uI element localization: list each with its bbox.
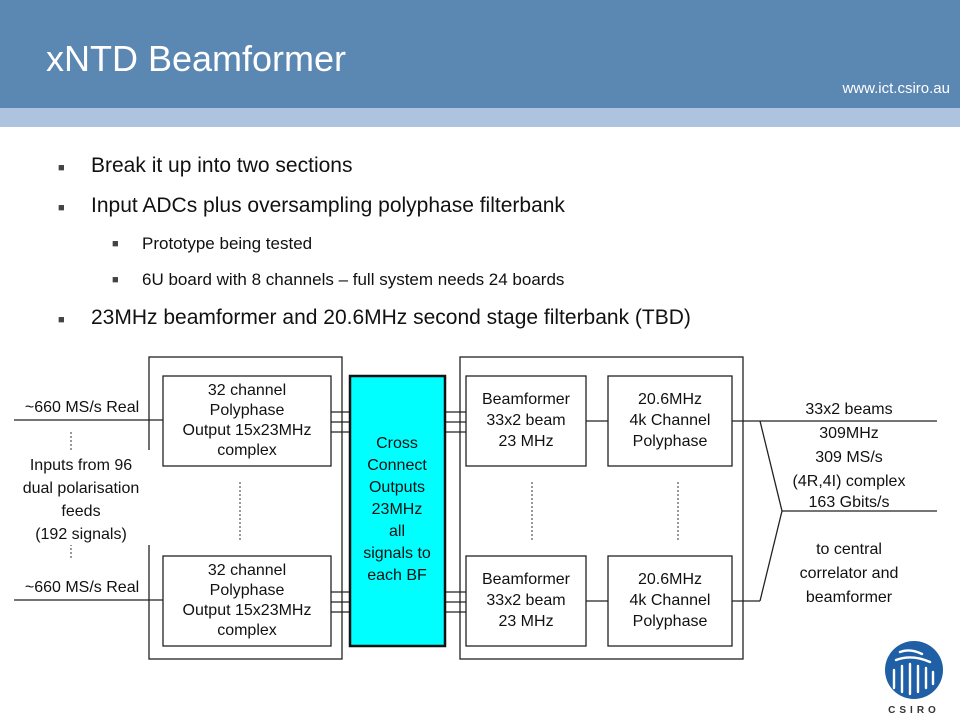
inputs-note-box [4, 450, 159, 545]
input-rate-bottom: ~660 MS/s Real [25, 579, 139, 596]
input-rate-top: ~660 MS/s Real [25, 399, 139, 416]
beamformer-bottom-line: Beamformer [482, 571, 571, 588]
bullet-text: 6U board with 8 channels – full system n… [142, 270, 565, 289]
bullet-text: Prototype being tested [142, 234, 313, 253]
slide-title: xNTD Beamformer [46, 38, 347, 79]
cross-connect-line: all [389, 523, 405, 540]
pfb-bottom-line: 32 channel [208, 562, 286, 579]
header-bar [0, 0, 960, 108]
output-spec-line: 309 MS/s [815, 449, 883, 466]
channel-bottom-line: Polyphase [633, 613, 708, 630]
channel-bottom-line: 20.6MHz [638, 571, 702, 588]
cross-connect-line: each BF [367, 567, 427, 584]
bullet-list: ■Break it up into two sections ■Input AD… [58, 152, 938, 344]
inputs-note-line: (192 signals) [35, 526, 127, 543]
pfb-top-line: Output 15x23MHz [183, 422, 312, 439]
pfb-block-bottom [162, 555, 332, 647]
pfb-top-line: complex [217, 442, 277, 459]
pfb-block-top [162, 375, 332, 467]
beamformer-bottom-line: 23 MHz [498, 613, 553, 630]
website-url: www.ict.csiro.au [842, 80, 950, 97]
output-dest-line: correlator and [800, 565, 899, 582]
output-spec-line: 163 Gbits/s [809, 494, 890, 511]
channel-top-line: Polyphase [633, 433, 708, 450]
output-spec-line: 33x2 beams [805, 401, 892, 418]
beamformer-bottom-line: 33x2 beam [486, 592, 565, 609]
pfb-top-line: 32 channel [208, 382, 286, 399]
pfb-bottom-line: complex [217, 622, 277, 639]
pfb-bottom-line: Polyphase [210, 582, 285, 599]
bullet-text: 23MHz beamformer and 20.6MHz second stag… [91, 306, 691, 329]
output-dest-line: beamformer [806, 589, 893, 606]
pfb-bottom-line: Output 15x23MHz [183, 602, 312, 619]
output-spec-line: 309MHz [819, 425, 879, 442]
cross-connect-line: Outputs [369, 479, 425, 496]
channel-top-line: 4k Channel [630, 412, 711, 429]
inputs-note-line: dual polarisation [23, 480, 140, 497]
pfb-top-line: Polyphase [210, 402, 285, 419]
cross-connect-line: signals to [363, 545, 431, 562]
beamformer-frame [459, 356, 744, 660]
logo-wordmark: CSIRO [888, 705, 940, 716]
bullet-item: ■Break it up into two sections [58, 154, 353, 177]
output-dest-line: to central [816, 541, 882, 558]
bullet-text: Input ADCs plus oversampling polyphase f… [91, 194, 565, 217]
bullet-text: Break it up into two sections [91, 154, 353, 177]
inputs-note-line: feeds [61, 503, 100, 520]
bullet-item: ■23MHz beamformer and 20.6MHz second sta… [58, 306, 691, 329]
beamformer-top-line: 33x2 beam [486, 412, 565, 429]
cross-connect-block [348, 374, 447, 648]
csiro-logo: CSIRO [885, 641, 943, 716]
bullet-item: ■Input ADCs plus oversampling polyphase … [58, 194, 565, 217]
output-spec-line: (4R,4I) complex [793, 473, 906, 490]
channel-bottom-line: 4k Channel [630, 592, 711, 609]
header-strip [0, 108, 960, 127]
inputs-note-line: Inputs from 96 [30, 457, 132, 474]
cross-connect-line: Cross [376, 435, 418, 452]
cross-connect-line: Connect [367, 457, 427, 474]
channel-top-line: 20.6MHz [638, 391, 702, 408]
beamformer-top-line: 23 MHz [498, 433, 553, 450]
beamformer-top-line: Beamformer [482, 391, 571, 408]
sub-bullet-item: ■6U board with 8 channels – full system … [112, 270, 565, 289]
sub-bullet-item: ■Prototype being tested [112, 234, 313, 253]
cross-connect-line: 23MHz [372, 501, 423, 518]
